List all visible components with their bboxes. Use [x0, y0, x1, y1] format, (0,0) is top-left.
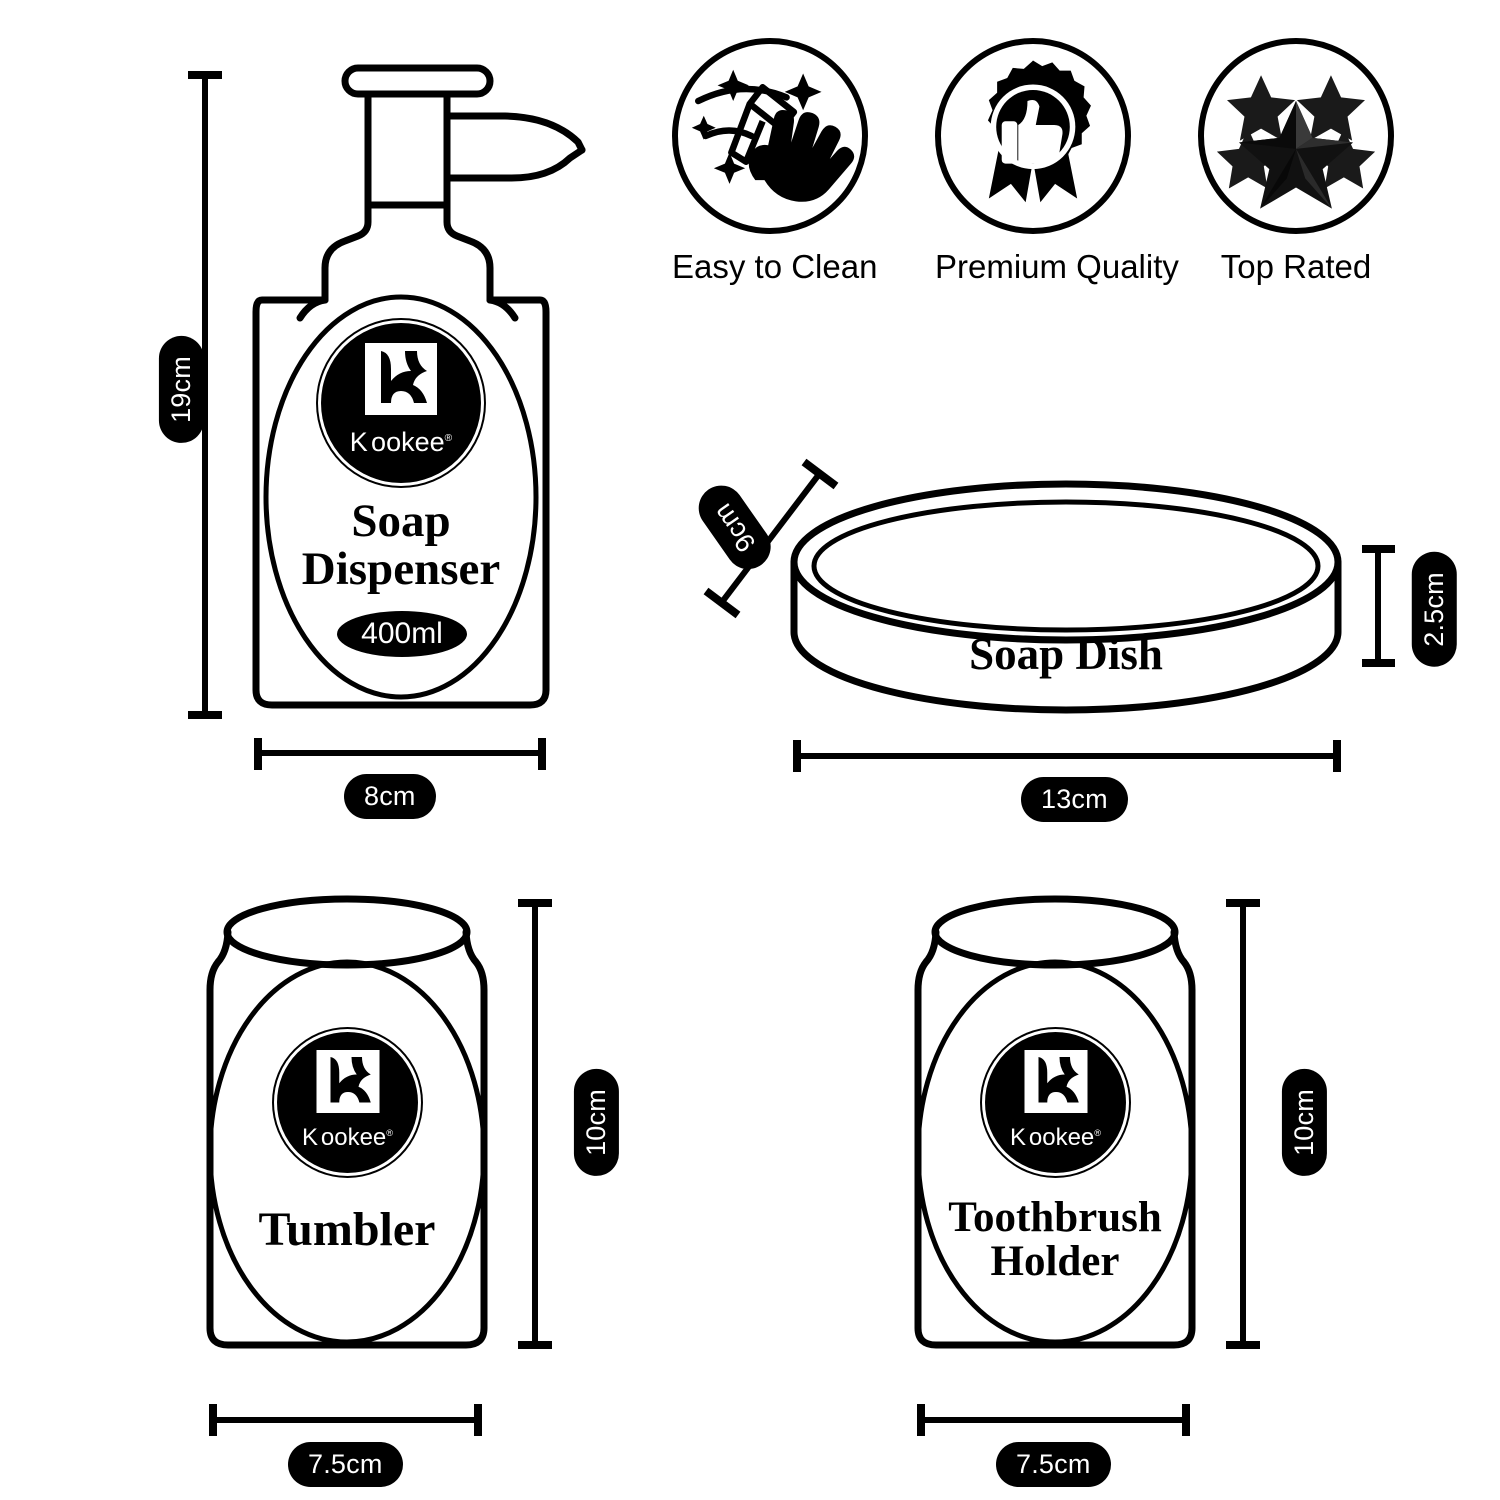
sparkle-hand-wipe-icon: [672, 38, 868, 234]
dimension-badge-dispenser-height: 19cm: [158, 336, 204, 443]
product-name-soap-dispenser: Soap Dispenser: [301, 495, 501, 595]
product-name-toothbrush-holder: Toothbrush Holder: [948, 1194, 1162, 1285]
feature-label: Premium Quality: [935, 248, 1179, 285]
brand-wordmark: Kookee®: [302, 1124, 393, 1151]
volume-badge-400ml: 400ml: [337, 611, 467, 657]
dimension-badge-toothbrush-holder-width: 7.5cm: [996, 1442, 1111, 1487]
kookee-logo-toothbrush-holder: Kookee®: [985, 1032, 1126, 1173]
soap-dish-width-dimension-line: [793, 740, 1341, 772]
feature-label: Top Rated: [1220, 248, 1372, 285]
dimension-badge-soap-dish-height: 2.5cm: [1411, 552, 1457, 667]
tumbler-height-dimension-line: [518, 899, 552, 1349]
dimension-badge-tumbler-width: 7.5cm: [288, 1442, 403, 1487]
dimension-badge-tumbler-height: 10cm: [573, 1069, 619, 1176]
dimension-badge-dispenser-width: 8cm: [344, 774, 436, 819]
feature-badge-easy-to-clean: Easy to Clean: [672, 38, 878, 286]
dispenser-width-dimension-line: [254, 738, 546, 770]
feature-badge-premium-quality: Premium Quality: [935, 38, 1179, 286]
kookee-logo-dispenser: Kookee®: [321, 323, 481, 483]
toothbrush-holder-height-dimension-line: [1226, 899, 1260, 1349]
soap-dish-height-dimension-line: [1362, 545, 1395, 667]
tumbler-width-dimension-line: [209, 1404, 482, 1436]
soap-dish-depth-dimension-line: [703, 458, 839, 619]
feature-label: Easy to Clean: [672, 248, 878, 285]
tumbler-drawing: [206, 895, 488, 1349]
soap-dish-drawing: [790, 480, 1342, 714]
award-rosette-thumbs-up-icon: [935, 38, 1131, 234]
soap-dispenser-drawing: [252, 64, 586, 709]
product-name-tumbler: Tumbler: [258, 1203, 436, 1256]
feature-badge-top-rated: Top Rated: [1198, 38, 1394, 286]
brand-wordmark: Kookee®: [1010, 1124, 1101, 1151]
toothbrush-holder-drawing: [914, 895, 1196, 1349]
brand-wordmark: Kookee®: [349, 427, 453, 457]
dimension-badge-toothbrush-holder-height: 10cm: [1281, 1069, 1327, 1176]
dimension-badge-soap-dish-width: 13cm: [1021, 777, 1128, 822]
toothbrush-holder-width-dimension-line: [917, 1404, 1190, 1436]
product-name-soap-dish: Soap Dish: [969, 629, 1163, 679]
dispenser-height-dimension-line: [188, 71, 222, 719]
five-stars-icon: [1198, 38, 1394, 234]
kookee-logo-tumbler: Kookee®: [277, 1032, 418, 1173]
